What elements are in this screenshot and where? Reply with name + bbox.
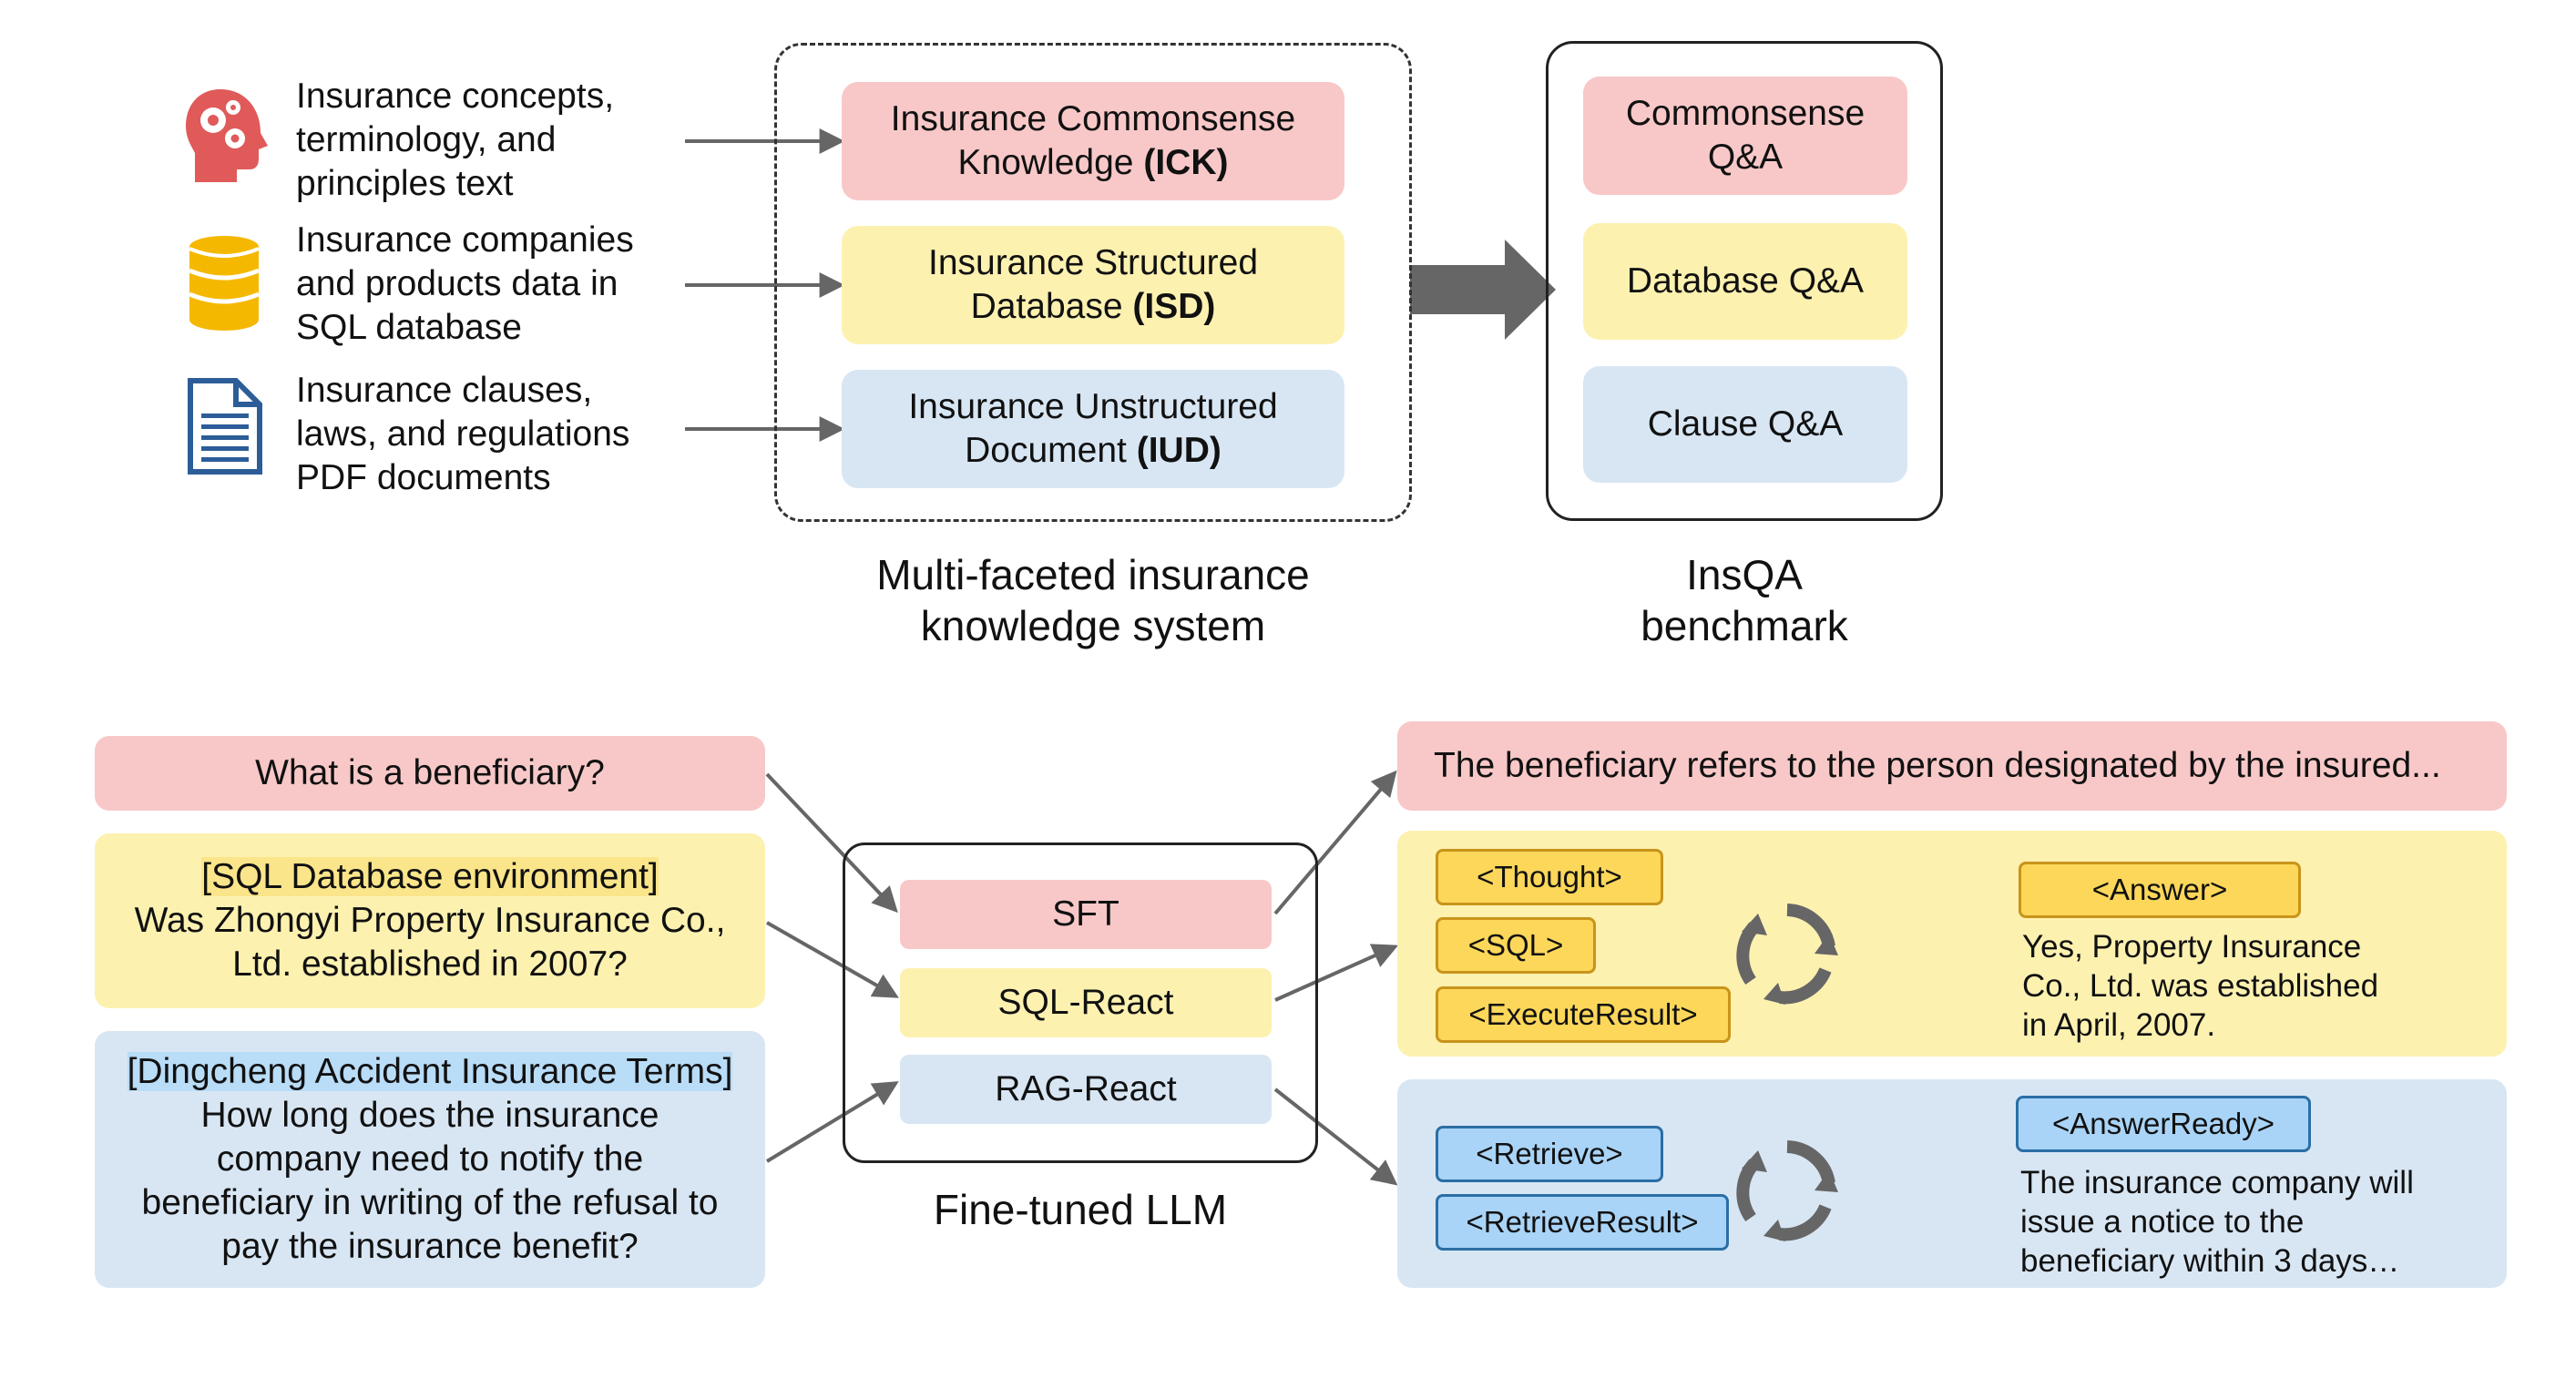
- knowledge-caption-line-2: knowledge system: [920, 602, 1266, 649]
- isd-box: Insurance Structured Database (ISD): [842, 226, 1344, 344]
- arrow-q2-sql: [766, 921, 899, 998]
- ick-box: Insurance Commonsense Knowledge (ICK): [842, 82, 1344, 200]
- isd-line-1: Insurance Structured: [927, 243, 1259, 282]
- benchmark-caption-line-1: InsQA: [1686, 551, 1803, 598]
- execute-result-tag: <ExecuteResult>: [1436, 986, 1731, 1043]
- question-clause: [Dingcheng Accident Insurance Terms] How…: [95, 1031, 765, 1288]
- question-3-env: [Dingcheng Accident Insurance Terms]: [127, 1052, 733, 1091]
- question-sql: [SQL Database environment] Was Zhongyi P…: [95, 833, 765, 1008]
- sql-react-label: SQL-React: [997, 983, 1174, 1022]
- retrieve-tag: <Retrieve>: [1436, 1126, 1663, 1182]
- commonsense-qa-line-2: Q&A: [1707, 138, 1784, 177]
- arrow-sft-out: [1273, 770, 1397, 915]
- answer-ready-tag: <AnswerReady>: [2016, 1096, 2311, 1152]
- brain-gear-icon: [186, 89, 268, 182]
- benchmark-caption-line-2: benchmark: [1641, 602, 1848, 649]
- knowledge-caption-line-1: Multi-faceted insurance: [876, 551, 1310, 598]
- rag-answer-line-1: The insurance company will: [2020, 1165, 2414, 1200]
- retrieve-result-tag: <RetrieveResult>: [1436, 1194, 1729, 1251]
- source-2-text: Insurance companies and products data in…: [296, 219, 634, 350]
- source-2-line-2: and products data in: [296, 264, 618, 303]
- arrow-rag-out: [1273, 1088, 1398, 1186]
- question-3-line-2: company need to notify the: [216, 1139, 644, 1179]
- source-3-line-2: laws, and regulations: [296, 414, 630, 454]
- source-2-line-3: SQL database: [296, 308, 522, 347]
- question-3-line-1: How long does the insurance: [200, 1096, 659, 1135]
- source-3-text: Insurance clauses, laws, and regulations…: [296, 369, 629, 500]
- isd-line-2: Database: [970, 287, 1133, 326]
- clause-qa-label: Clause Q&A: [1647, 404, 1844, 444]
- rag-answer-line-3: beneficiary within 3 days…: [2020, 1243, 2400, 1279]
- rag-output: [1397, 1079, 2507, 1288]
- thought-tag: <Thought>: [1436, 849, 1663, 905]
- answer-tag: <Answer>: [2019, 862, 2301, 918]
- rag-answer-text: The insurance company will issue a notic…: [2020, 1163, 2414, 1281]
- question-3-line-4: pay the insurance benefit?: [221, 1227, 639, 1266]
- sql-answer-text: Yes, Property Insurance Co., Ltd. was es…: [2022, 927, 2378, 1045]
- sql-answer-line-1: Yes, Property Insurance: [2022, 929, 2362, 965]
- database-qa-box: Database Q&A: [1583, 223, 1907, 340]
- commonsense-qa-box: Commonsense Q&A: [1583, 77, 1907, 195]
- iud-abbr: (IUD): [1136, 431, 1222, 470]
- ick-abbr: (ICK): [1143, 143, 1229, 182]
- knowledge-system-caption: Multi-faceted insurance knowledge system: [774, 549, 1412, 651]
- database-qa-label: Database Q&A: [1626, 261, 1865, 301]
- arrow-q1-sft: [765, 772, 898, 914]
- big-arrow: [1410, 240, 1556, 340]
- sft-box: SFT: [900, 880, 1272, 949]
- question-2-line-1: Was Zhongyi Property Insurance Co.,: [134, 901, 726, 940]
- sql-answer-line-3: in April, 2007.: [2022, 1007, 2216, 1043]
- question-3-line-3: beneficiary in writing of the refusal to: [141, 1183, 719, 1222]
- sql-react-box: SQL-React: [900, 968, 1272, 1037]
- iud-line-2: Document: [965, 431, 1137, 470]
- question-commonsense: What is a beneficiary?: [95, 736, 765, 811]
- source-2-line-1: Insurance companies: [296, 220, 634, 260]
- iud-line-1: Insurance Unstructured: [908, 387, 1278, 426]
- source-3-line-3: PDF documents: [296, 458, 551, 497]
- iud-box: Insurance Unstructured Document (IUD): [842, 370, 1344, 488]
- benchmark-caption: InsQA benchmark: [1546, 549, 1943, 651]
- ick-line-1: Insurance Commonsense: [890, 99, 1296, 138]
- source-1-line-2: terminology, and: [296, 120, 557, 159]
- sql-answer-line-2: Co., Ltd. was established: [2022, 968, 2379, 1004]
- commonsense-qa-line-1: Commonsense: [1625, 94, 1866, 133]
- sft-output-text: The beneficiary refers to the person des…: [1434, 746, 2441, 785]
- sft-label: SFT: [1052, 894, 1119, 934]
- rag-react-label: RAG-React: [995, 1069, 1177, 1108]
- isd-abbr: (ISD): [1132, 287, 1216, 326]
- source-1-line-3: principles text: [296, 164, 514, 203]
- clause-qa-box: Clause Q&A: [1583, 366, 1907, 483]
- cycle-icon: [1736, 1140, 1838, 1241]
- llm-caption: Fine-tuned LLM: [933, 1186, 1228, 1233]
- source-1-line-1: Insurance concepts,: [296, 77, 615, 116]
- question-1-text: What is a beneficiary?: [255, 753, 605, 792]
- database-icon: [189, 236, 260, 331]
- question-2-line-2: Ltd. established in 2007?: [232, 945, 628, 984]
- arrow-sql-out: [1274, 944, 1399, 1002]
- benchmark-frame: [1546, 41, 1943, 521]
- source-3-line-1: Insurance clauses,: [296, 371, 593, 410]
- knowledge-system-frame: [774, 43, 1412, 522]
- source-1-text: Insurance concepts, terminology, and pri…: [296, 75, 614, 206]
- cycle-icon: [1736, 904, 1838, 1005]
- rag-react-box: RAG-React: [900, 1055, 1272, 1124]
- document-icon: [188, 378, 262, 475]
- llm-frame: [843, 842, 1318, 1163]
- arrow-q3-rag: [765, 1081, 899, 1163]
- ick-line-2: Knowledge: [957, 143, 1144, 182]
- question-2-env: [SQL Database environment]: [201, 857, 659, 896]
- sql-tag: <SQL>: [1436, 917, 1596, 974]
- rag-answer-line-2: issue a notice to the: [2020, 1204, 2305, 1240]
- sft-output: The beneficiary refers to the person des…: [1397, 721, 2507, 811]
